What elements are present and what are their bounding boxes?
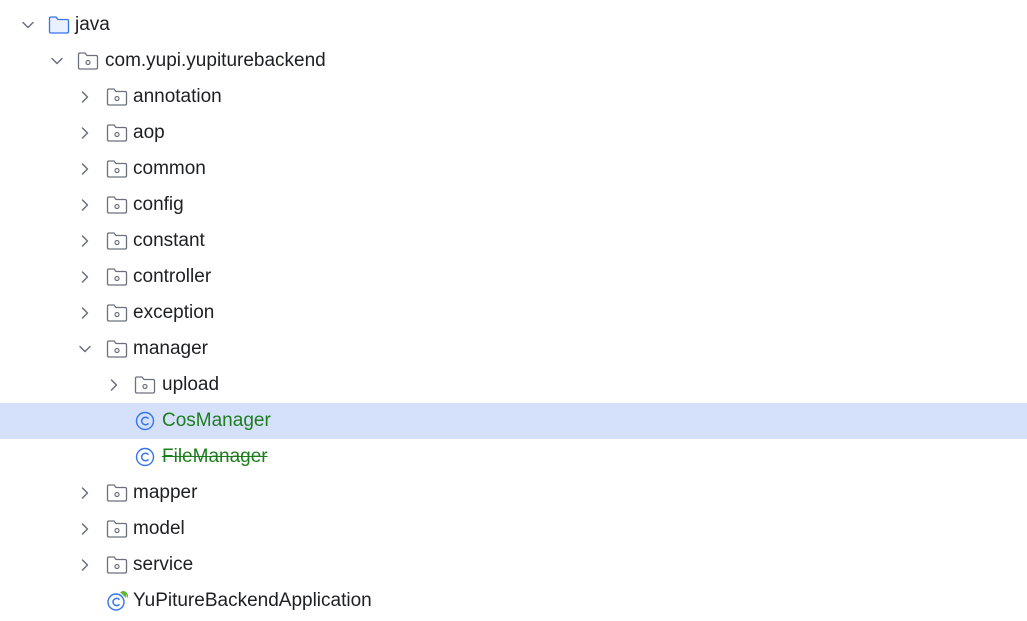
- spring-boot-class-icon: [107, 591, 128, 611]
- chevron-down-icon[interactable]: [77, 341, 93, 357]
- package-icon: [106, 304, 128, 322]
- chevron-right-icon[interactable]: [77, 485, 93, 501]
- tree-item-label: FileManager: [162, 446, 268, 467]
- tree-item-label: common: [133, 158, 206, 179]
- tree-item-application[interactable]: YuPitureBackendApplication: [0, 583, 1027, 619]
- tree-item-label: manager: [133, 338, 208, 359]
- tree-item-file-manager[interactable]: FileManager: [0, 439, 1027, 475]
- chevron-down-icon[interactable]: [49, 53, 65, 69]
- chevron-right-icon[interactable]: [77, 197, 93, 213]
- tree-item-cos-manager[interactable]: CosManager: [0, 403, 1027, 439]
- tree-item-model[interactable]: model: [0, 511, 1027, 547]
- package-icon: [77, 52, 99, 70]
- chevron-right-icon[interactable]: [77, 125, 93, 141]
- tree-item-annotation[interactable]: annotation: [0, 79, 1027, 115]
- tree-item-label: YuPitureBackendApplication: [133, 590, 372, 611]
- chevron-right-icon[interactable]: [77, 233, 93, 249]
- package-icon: [106, 556, 128, 574]
- tree-item-manager[interactable]: manager: [0, 331, 1027, 367]
- tree-item-label: aop: [133, 122, 165, 143]
- tree-item-config[interactable]: config: [0, 187, 1027, 223]
- package-icon: [106, 124, 128, 142]
- tree-item-aop[interactable]: aop: [0, 115, 1027, 151]
- package-icon: [106, 160, 128, 178]
- tree-item-label: controller: [133, 266, 212, 287]
- tree-item-label: java: [75, 14, 110, 35]
- tree-item-label: exception: [133, 302, 215, 323]
- chevron-right-icon[interactable]: [77, 89, 93, 105]
- tree-item-label: model: [133, 518, 185, 539]
- package-icon: [106, 196, 128, 214]
- chevron-right-icon[interactable]: [77, 161, 93, 177]
- folder-icon: [48, 16, 70, 34]
- tree-item-mapper[interactable]: mapper: [0, 475, 1027, 511]
- package-icon: [106, 520, 128, 538]
- tree-item-label: com.yupi.yupiturebackend: [105, 50, 326, 71]
- package-icon: [106, 88, 128, 106]
- tree-item-label: upload: [162, 374, 220, 395]
- chevron-right-icon[interactable]: [77, 557, 93, 573]
- tree-item-label: constant: [133, 230, 205, 251]
- tree-item-controller[interactable]: controller: [0, 259, 1027, 295]
- chevron-right-icon[interactable]: [106, 377, 122, 393]
- tree-item-label: CosManager: [162, 410, 271, 431]
- package-icon: [106, 484, 128, 502]
- tree-item-label: annotation: [133, 86, 222, 107]
- chevron-right-icon[interactable]: [77, 305, 93, 321]
- tree-item-base-package[interactable]: com.yupi.yupiturebackend: [0, 43, 1027, 79]
- tree-item-constant[interactable]: constant: [0, 223, 1027, 259]
- class-icon: [135, 447, 155, 467]
- tree-item-exception[interactable]: exception: [0, 295, 1027, 331]
- package-icon: [106, 340, 128, 358]
- tree-item-label: service: [133, 554, 194, 575]
- tree-item-label: mapper: [133, 482, 198, 503]
- tree-item-service[interactable]: service: [0, 547, 1027, 583]
- chevron-right-icon[interactable]: [77, 521, 93, 537]
- package-icon: [106, 268, 128, 286]
- tree-item-common[interactable]: common: [0, 151, 1027, 187]
- chevron-right-icon[interactable]: [77, 269, 93, 285]
- class-icon: [135, 411, 155, 431]
- package-icon: [106, 232, 128, 250]
- tree-item-java[interactable]: java: [0, 7, 1027, 43]
- tree-item-label: config: [133, 194, 184, 215]
- chevron-down-icon[interactable]: [20, 17, 36, 33]
- package-icon: [134, 376, 156, 394]
- tree-item-upload[interactable]: upload: [0, 367, 1027, 403]
- project-tree: java com.yupi.yupiturebackend annotation: [0, 7, 1027, 619]
